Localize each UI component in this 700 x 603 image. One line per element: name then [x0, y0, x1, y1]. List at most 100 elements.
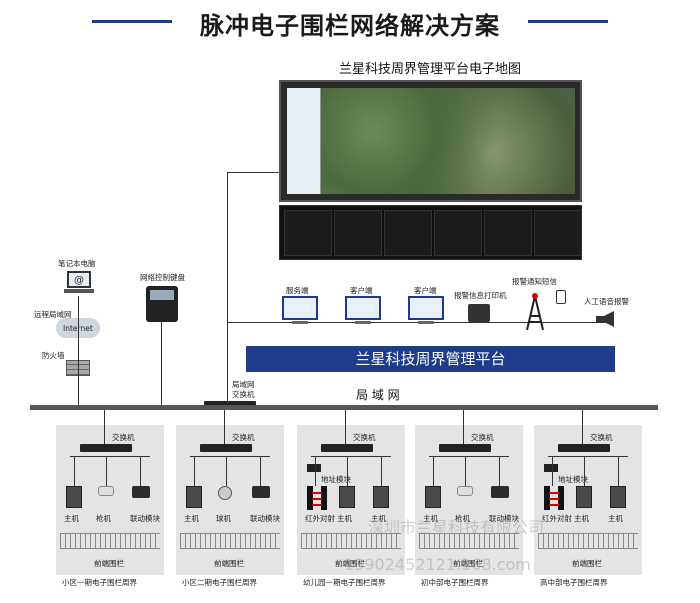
cabinet-door [284, 210, 332, 256]
lan-switch-label: 局域网 交换机 [232, 380, 255, 399]
keyboard-link [161, 322, 162, 406]
device-link [433, 456, 434, 486]
watermark-company: 深圳市兰星科技有限公司 [368, 518, 545, 537]
device-link [226, 456, 227, 486]
zone-caption: 小区二期电子围栏周界 [182, 578, 257, 587]
page-title: 脉冲电子围栏网络解决方案 [200, 12, 500, 40]
device-label: 球机 [216, 514, 231, 523]
client1-monitor [345, 296, 381, 320]
antenna-icon [522, 290, 548, 334]
client1-label: 客户端 [350, 286, 373, 295]
video-wall [279, 80, 582, 202]
zone-switch [321, 444, 373, 452]
host-device [576, 486, 592, 508]
device-label: 红外对射 [305, 514, 335, 523]
host-device [186, 486, 202, 508]
device-link [106, 456, 107, 486]
zone-branch [429, 456, 509, 457]
infrared-beam [307, 486, 313, 510]
device-label: 枪机 [96, 514, 111, 523]
infrared-ray [312, 492, 322, 494]
address-module-label: 地址模块 [321, 475, 351, 484]
wall-link-v [227, 172, 228, 407]
zone-uplink [582, 410, 583, 445]
device-link [584, 456, 585, 486]
title-line-left [92, 20, 172, 23]
zone-switch [200, 444, 252, 452]
device-link [381, 456, 382, 486]
device-label: 联动模块 [489, 514, 519, 523]
device-link [618, 456, 619, 486]
fence-graphic [538, 533, 638, 549]
remote-lan-label: 远程局域网 [34, 310, 72, 319]
device-link [465, 456, 466, 486]
laptop-label: 笔记本电脑 [58, 259, 96, 268]
fence-graphic [419, 533, 519, 549]
linkage-module [132, 486, 150, 498]
infrared-beam [321, 486, 327, 510]
zone-uplink [345, 410, 346, 445]
device-label: 主机 [64, 514, 79, 523]
host-device [610, 486, 626, 508]
lan-backbone [30, 405, 658, 410]
zone-caption: 幼儿园一期电子围栏周界 [303, 578, 386, 587]
svg-text:@: @ [74, 275, 84, 286]
bullet-camera [457, 486, 473, 496]
device-link [140, 456, 141, 486]
zone-caption: 高中部电子围栏周界 [540, 578, 608, 587]
printer-label: 报警信息打印机 [454, 291, 507, 300]
zone-switch-label: 交换机 [353, 433, 376, 442]
left-link [78, 296, 79, 406]
bullet-camera [98, 486, 114, 496]
zone-switch-label: 交换机 [471, 433, 494, 442]
platform-bar: 兰星科技周界管理平台 [246, 346, 615, 372]
zone-branch [70, 456, 150, 457]
wall-title: 兰星科技周界管理平台电子地图 [338, 62, 521, 77]
watermark-phone: 13902452121.168.com [344, 555, 531, 574]
device-link [347, 456, 348, 486]
linkage-module [252, 486, 270, 498]
zone-branch [190, 456, 270, 457]
zone-caption: 小区一期电子围栏周界 [62, 578, 137, 587]
internet-label: Internet [63, 324, 93, 333]
server-stand [292, 321, 308, 324]
cabinet-door [384, 210, 432, 256]
client2-monitor [408, 296, 444, 320]
host-device [373, 486, 389, 508]
address-module-label: 地址模块 [558, 475, 588, 484]
lan-label: 局 域 网 [356, 388, 400, 402]
zone-caption: 初中部电子围栏周界 [421, 578, 489, 587]
keyboard-icon [146, 286, 178, 322]
zone-switch [439, 444, 491, 452]
address-module [307, 464, 321, 472]
laptop-icon: @ [64, 270, 94, 300]
zone-switch-label: 交换机 [112, 433, 135, 442]
zone-switch [558, 444, 610, 452]
printer-icon [468, 304, 490, 322]
fence-graphic [301, 533, 401, 549]
device-label: 主机 [574, 514, 589, 523]
host-device [425, 486, 441, 508]
fence-label: 前端围栏 [453, 559, 483, 568]
device-label: 枪机 [455, 514, 470, 523]
zone-uplink [104, 410, 105, 445]
zone-switch [80, 444, 132, 452]
zone-branch [548, 456, 628, 457]
cabinet-door [534, 210, 582, 256]
map-sidebar [287, 88, 321, 194]
linkage-module [491, 486, 509, 498]
client1-stand [355, 321, 371, 324]
fence-label: 前端围栏 [214, 559, 244, 568]
host-device [66, 486, 82, 508]
device-link [552, 456, 553, 486]
zone-switch-label: 交换机 [232, 433, 255, 442]
infrared-ray [549, 492, 559, 494]
zone-uplink [463, 410, 464, 445]
dome-camera [218, 486, 232, 500]
cabinet-door [434, 210, 482, 256]
infrared-beam [558, 486, 564, 510]
server-monitor [282, 296, 318, 320]
client2-label: 客户端 [414, 286, 437, 295]
device-label: 主机 [337, 514, 352, 523]
device-label: 联动模块 [130, 514, 160, 523]
